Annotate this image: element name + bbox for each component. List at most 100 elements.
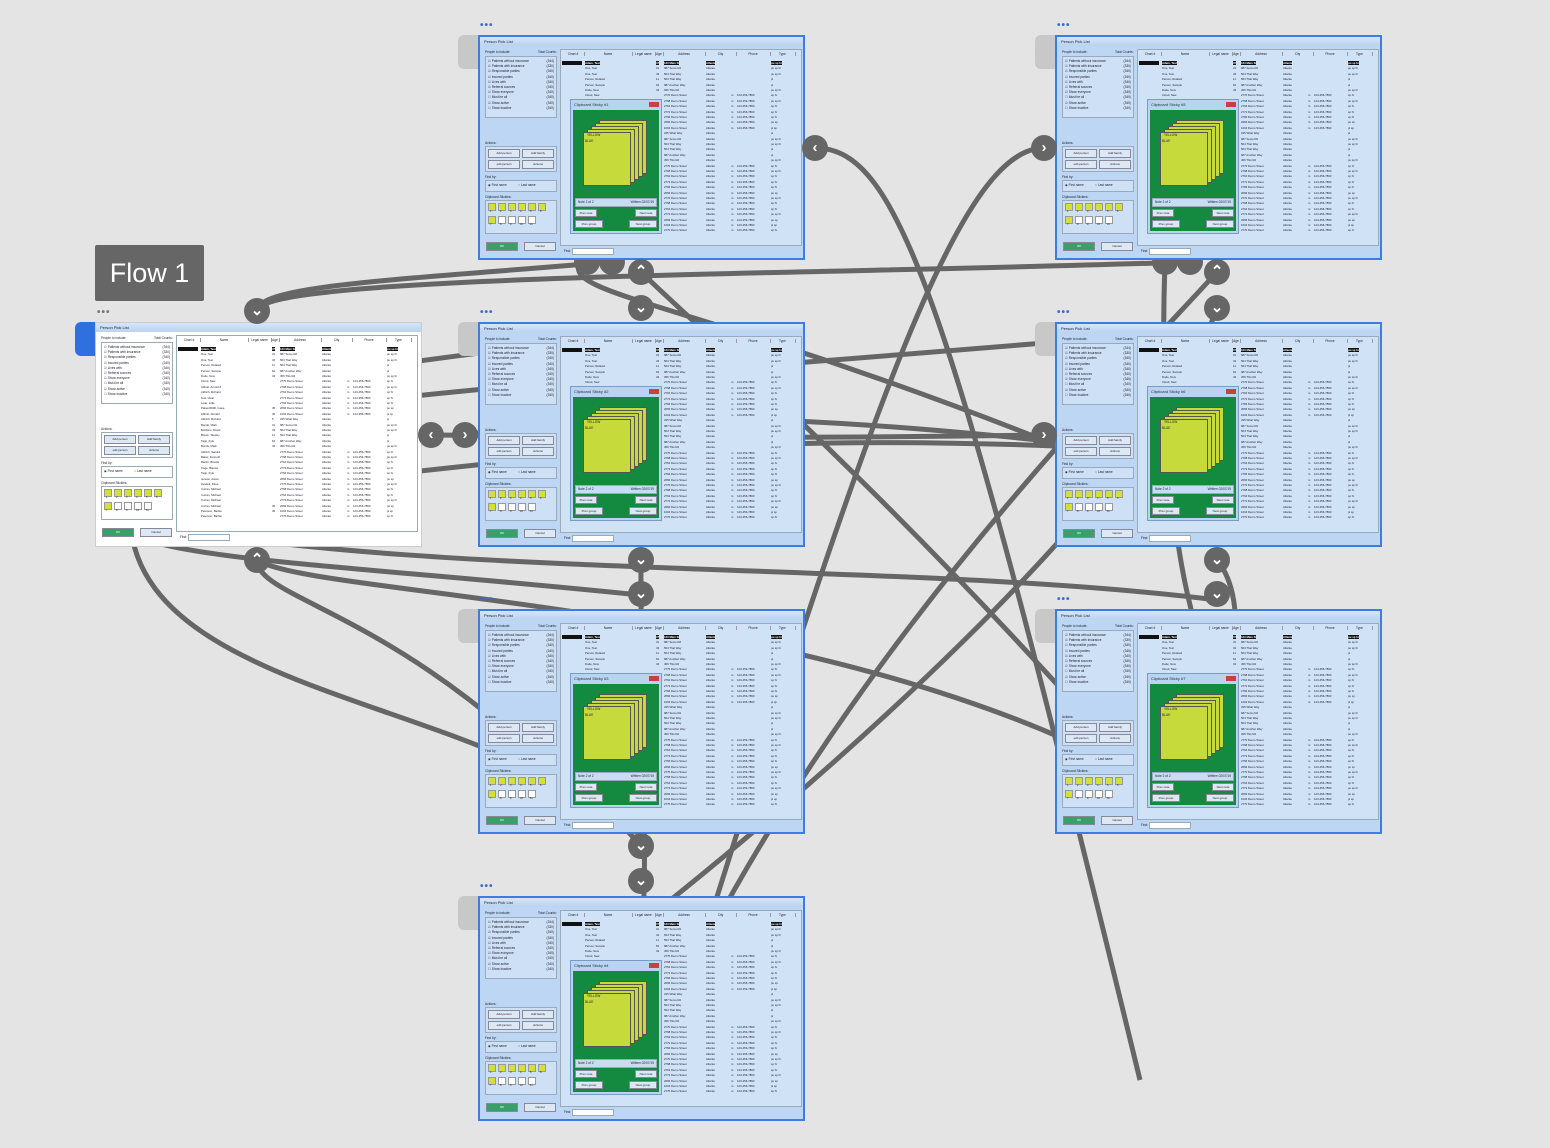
column-header[interactable]: Chart # bbox=[1139, 626, 1162, 630]
column-header[interactable]: City bbox=[705, 339, 737, 343]
checkbox[interactable]: ☑ bbox=[1065, 74, 1069, 79]
checkbox[interactable]: ☑ bbox=[104, 386, 108, 391]
ok-button[interactable]: OK bbox=[1063, 242, 1095, 251]
find-input[interactable] bbox=[572, 1109, 614, 1116]
actions-button[interactable]: Actions bbox=[522, 1021, 554, 1030]
column-header[interactable]: Age bbox=[655, 52, 664, 56]
filter-item[interactable]: ☑ Patients without insurance(344) bbox=[488, 59, 554, 63]
next-note-button[interactable]: Next note bbox=[635, 1070, 657, 1078]
prototype-connector[interactable] bbox=[254, 259, 611, 312]
frame-menu-dots[interactable]: ••• bbox=[480, 594, 494, 605]
checkbox[interactable]: ☐ bbox=[1065, 105, 1069, 110]
column-header[interactable]: Type bbox=[1347, 52, 1373, 56]
filter-item[interactable]: ☐ Must be all(340) bbox=[488, 956, 554, 960]
column-header[interactable]: Phone bbox=[352, 338, 387, 342]
checkbox[interactable]: ☑ bbox=[1065, 100, 1069, 105]
find-input[interactable] bbox=[572, 248, 614, 255]
prev-group-button[interactable]: Prev group bbox=[1152, 507, 1180, 515]
ok-button[interactable]: OK bbox=[1063, 529, 1095, 538]
close-icon[interactable] bbox=[649, 676, 659, 681]
next-group-button[interactable]: Next group bbox=[1206, 794, 1234, 802]
column-header[interactable]: Legal name bbox=[1209, 626, 1233, 630]
prev-note-button[interactable]: Prev note bbox=[575, 209, 597, 217]
radio-last-name[interactable]: ○ Last name bbox=[518, 1044, 536, 1048]
find-input[interactable] bbox=[572, 535, 614, 542]
frame-menu-dots[interactable]: ••• bbox=[97, 307, 111, 318]
checkbox[interactable]: ☑ bbox=[488, 85, 492, 89]
frame-menu-dots[interactable]: ••• bbox=[480, 881, 494, 892]
column-header[interactable]: City bbox=[1282, 626, 1314, 630]
column-header[interactable]: Phone bbox=[736, 339, 771, 343]
sticky-slot[interactable] bbox=[114, 489, 122, 497]
sticky-slot[interactable] bbox=[154, 489, 162, 497]
checkbox[interactable]: ☐ bbox=[488, 95, 492, 100]
filter-item[interactable]: ☑ Lives with(340) bbox=[1065, 80, 1131, 84]
prev-note-button[interactable]: Prev note bbox=[575, 1070, 597, 1078]
next-note-button[interactable]: Next note bbox=[635, 209, 657, 217]
checkbox[interactable]: ☑ bbox=[104, 371, 108, 375]
next-note-button[interactable]: Next note bbox=[635, 496, 657, 504]
column-header[interactable]: Type bbox=[770, 913, 796, 917]
column-header[interactable]: City bbox=[705, 913, 737, 917]
column-header[interactable]: City bbox=[1282, 52, 1314, 56]
checkbox[interactable]: ☑ bbox=[488, 100, 492, 105]
filter-item[interactable]: ☑ Patients with insurance(330) bbox=[1065, 64, 1131, 68]
column-header[interactable]: Name bbox=[584, 339, 633, 343]
column-header[interactable]: Address bbox=[1240, 626, 1283, 630]
sticky-slot[interactable] bbox=[124, 489, 132, 497]
column-header[interactable]: Type bbox=[770, 52, 796, 56]
filter-item[interactable]: ☑ Insured parties(340) bbox=[488, 75, 554, 79]
sticky-slot[interactable] bbox=[498, 1077, 506, 1085]
filter-item[interactable]: ☑ Patients with insurance(330) bbox=[488, 925, 554, 929]
column-header[interactable]: City bbox=[705, 52, 737, 56]
connection-handle[interactable]: › bbox=[452, 422, 478, 448]
filter-item[interactable]: ☑ Responsible parties(340) bbox=[488, 930, 554, 934]
find-input[interactable] bbox=[572, 822, 614, 829]
radio-first-name[interactable]: ◉ First name bbox=[488, 183, 507, 187]
checkbox[interactable]: ☑ bbox=[488, 946, 492, 950]
column-header[interactable]: Type bbox=[386, 338, 412, 342]
checkbox[interactable]: ☑ bbox=[488, 69, 492, 74]
column-header[interactable]: Age bbox=[1232, 52, 1241, 56]
add-person-button[interactable]: Add person bbox=[488, 149, 520, 158]
